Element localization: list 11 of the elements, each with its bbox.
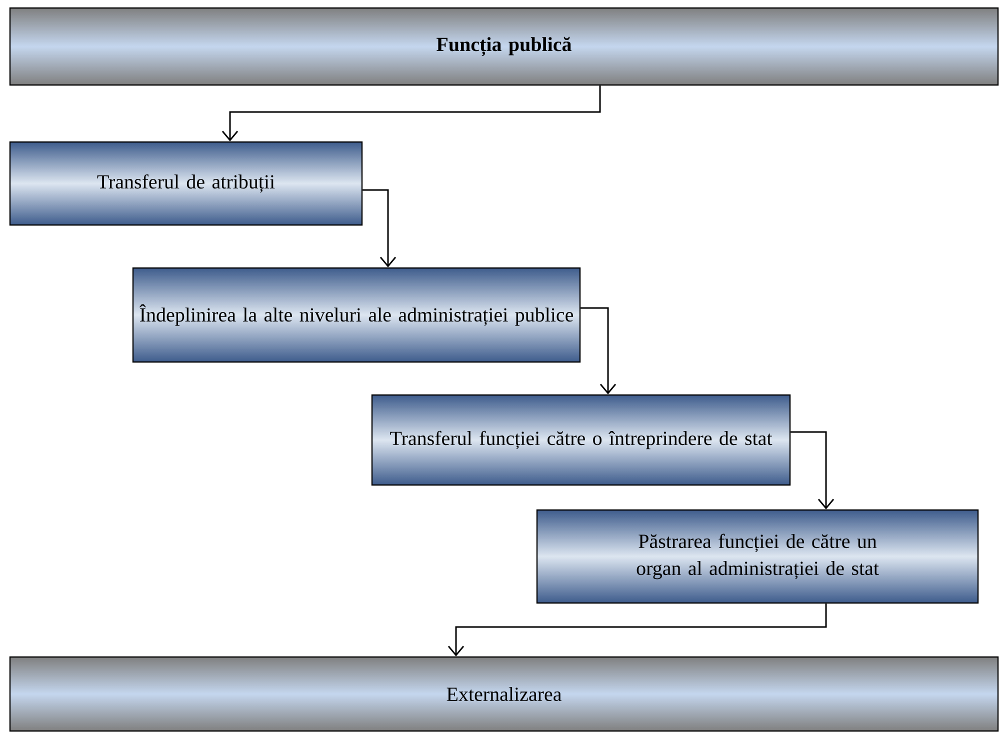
process-box: Transferul funcției către o întreprindere de stat <box>371 394 791 486</box>
process-box: Transferul de atribuții <box>9 141 363 226</box>
title-band: Funcția publică <box>9 7 999 86</box>
title-band: Externalizarea <box>9 656 999 732</box>
process-box: Păstrarea funcției de către un organ al administrației de stat <box>536 509 979 604</box>
arrow <box>790 431 834 510</box>
process-box: Îndeplinirea la alte niveluri ale administrației publice <box>132 267 581 363</box>
arrow <box>222 86 601 142</box>
arrow <box>362 189 396 268</box>
arrow <box>580 307 616 394</box>
arrow <box>448 604 827 656</box>
